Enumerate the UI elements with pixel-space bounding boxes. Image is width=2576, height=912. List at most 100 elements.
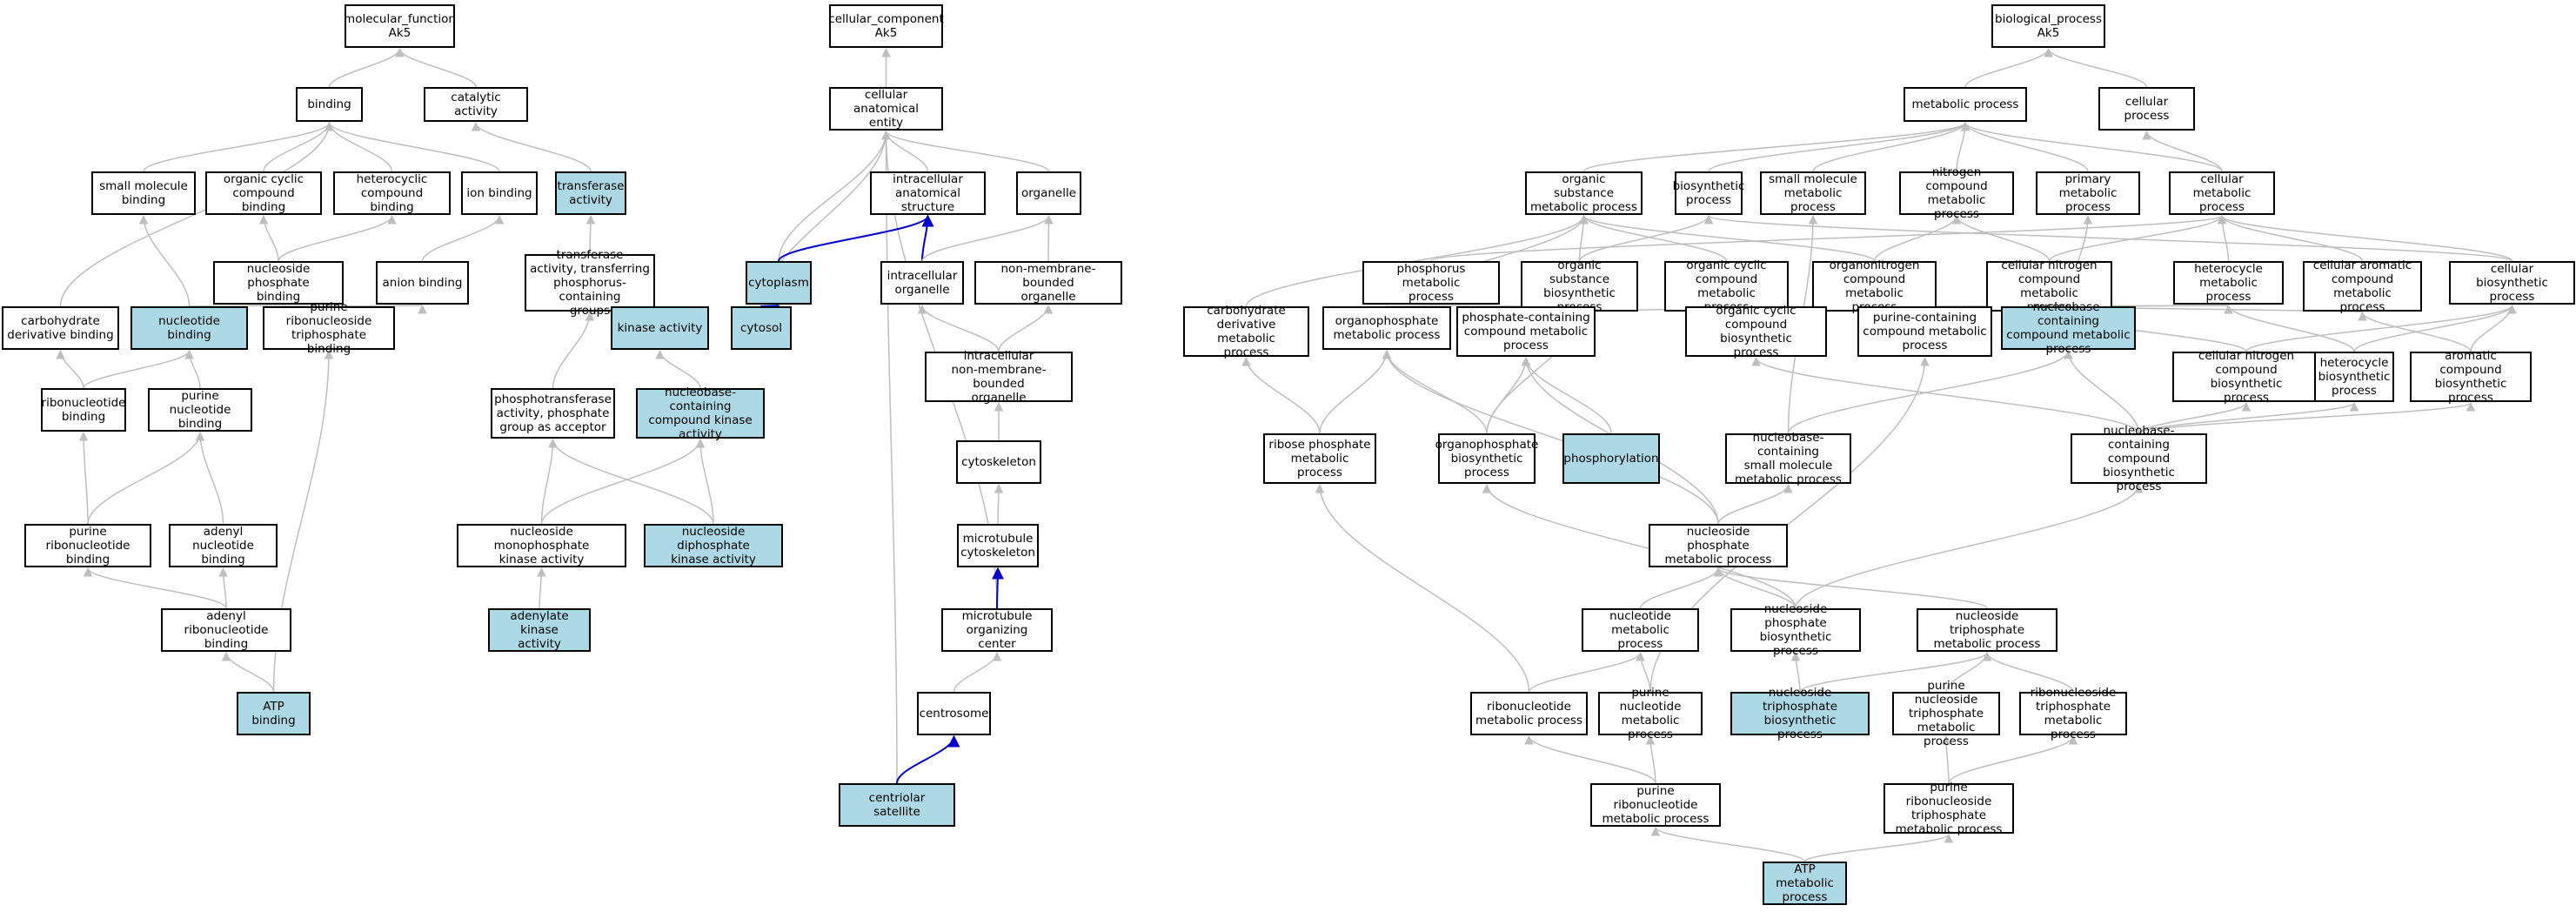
go-term-metabolic: metabolic process (1904, 87, 2027, 122)
go-term-ion-bind: ion binding (461, 171, 538, 215)
go-term-nucbase-small-met: nucleobase-containing small molecule met… (1725, 431, 1851, 486)
edge-small_mol_met-to-metabolic (1812, 121, 1970, 172)
edge-ndp_kinase-to-nucbase_kinase (695, 438, 714, 525)
edge-ntp_bios-to-ntp_met (1799, 651, 1992, 693)
edge-pur_ribonucleoside_tp_bind-to-nuc_phos_bind (275, 304, 330, 315)
go-term-pur-ntp-met: purine nucleoside triphosphate metabolic… (1892, 679, 2000, 748)
edge-cell_met-to-metabolic (1960, 121, 2223, 172)
go-term-nucleotide-met: nucleotide metabolic process (1582, 608, 1699, 652)
go-term-organelle: organelle (1016, 171, 1081, 215)
edge-ndp_kinase-to-phosphotransferase (548, 438, 714, 525)
edge-pur_ribonucleoside_tp_met-to-pur_ntp_met (1941, 734, 1951, 784)
go-term-purine-cont-met: purine-containing compound metabolic pro… (1857, 306, 1992, 357)
go-term-carb-deriv-bind: carbohydrate derivative binding (2, 306, 119, 350)
go-term-kinase: kinase activity (611, 306, 709, 350)
go-term-atp-bind: ATP binding (237, 692, 311, 735)
edge-ntp_met-to-nuc_phos_met (1713, 567, 1988, 609)
go-term-centrosome: centrosome (917, 692, 991, 735)
edge-primary_met-to-metabolic (1960, 121, 2089, 172)
edge-intracell_org-to-intracell_anat (921, 214, 934, 262)
edge-cytoplasm-to-intracell_anat (778, 214, 934, 262)
go-term-mf-root: molecular_function Ak5 (344, 4, 456, 48)
edge-cell_nitrogen_met-to-cell_met (2048, 214, 2227, 262)
edge-ntp_bios-to-nuc_phos_bios (1790, 651, 1801, 693)
go-term-transf-phos: transferase activity, transferring phosp… (525, 248, 655, 318)
edge-organonitrogen_met-to-nitrogen_met (1873, 214, 1962, 262)
go-term-ndp-kinase: nucleoside diphosphate kinase activity (644, 524, 783, 567)
edge-org_subst_bios-to-biosynthetic (1578, 214, 1714, 262)
edge-nucbase_bios-to-cell_nitrogen_bios (2138, 401, 2251, 434)
go-term-cytoplasm: cytoplasm (746, 261, 812, 305)
edge-pur_ribonucleotide_bind-to-ribonucleotide_bind (78, 431, 89, 525)
go-term-organophos-bios: organophosphate biosynthetic process (1435, 433, 1538, 484)
go-term-pur-ribonucleotide-met: purine ribonucleotide metabolic process (1590, 783, 1721, 827)
go-term-org-cyc-bind: organic cyclic compound binding (205, 171, 322, 215)
go-term-intracell-nonmem-org: intracellular non-membrane-bounded organ… (925, 349, 1073, 405)
edge-binding-to-mf_root (328, 47, 405, 88)
go-term-cc-root: cellular_component Ak5 (828, 4, 944, 48)
go-term-carb-deriv-met: carbohydrate derivative metabolic proces… (1183, 304, 1309, 359)
edge-phosphorus_met-to-cell_met (1430, 214, 2226, 262)
edge-cell_nitrogen_bios-to-cell_bios (2245, 304, 2517, 352)
edge-ion_bind-to-binding (325, 121, 500, 172)
edge-nucbase_small_met-to-nucbase_met (1787, 349, 2073, 434)
edge-pur_ribonucleotide_met-to-ribonucleotide_met (1524, 734, 1656, 784)
go-term-ntp-met: nucleoside triphosphate metabolic proces… (1917, 608, 2057, 652)
go-term-atp-met: ATP metabolic process (1763, 862, 1847, 905)
edge-heterocycle_bios-to-cell_bios (2353, 304, 2517, 352)
go-term-organonitrogen-met: organonitrogen compound metabolic proces… (1812, 258, 1937, 314)
go-term-transferase: transferase activity (555, 171, 626, 215)
edge-ribonucleotide_met-to-ribose_phos_met (1315, 483, 1530, 693)
go-term-phosphorus-met: phosphorus metabolic process (1362, 261, 1500, 305)
go-term-centriolar-sat: centriolar satellite (839, 783, 955, 827)
go-term-cellular-proc: cellular process (2098, 87, 2195, 131)
edge-nucleotide_met-to-nuc_phos_met (1639, 567, 1723, 609)
edge-arom_bios-to-cell_bios (2470, 304, 2517, 352)
edge-org_subst_met-to-metabolic (1582, 121, 1970, 172)
go-term-organophos-met: organophosphate metabolic process (1322, 306, 1451, 350)
edge-organelle-to-cell_anat (881, 130, 1050, 172)
go-term-nucbase-bios: nucleobase-containing compound biosynthe… (2071, 424, 2207, 493)
edge-intracell_nonmem_org-to-intracell_org (917, 304, 1000, 352)
go-term-cytosol: cytosol (731, 306, 792, 350)
edge-atp_bind-to-adenyl_ribonuc_bind (221, 651, 275, 693)
go-term-biosynthetic: biosynthetic process (1673, 171, 1744, 215)
go-term-phosphorylation: phosphorylation (1562, 433, 1660, 484)
go-term-nonmem-org: non-membrane-bounded organelle (974, 261, 1122, 305)
edge-centriolar_sat-to-cell_anat (881, 130, 898, 784)
go-term-pur-nucleotide-met: purine nucleotide metabolic process (1598, 686, 1703, 741)
edge-nucbase_bios-to-heterocycle_bios (2138, 401, 2359, 434)
go-term-ribonuc-tp-met: ribonucleoside triphosphate metabolic pr… (2019, 686, 2127, 741)
edge-pur_nucleotide_bind-to-nucleotide_bind (184, 349, 201, 389)
edge-intracell_org-to-organelle (921, 214, 1054, 262)
go-term-cell-met: cellular metabolic process (2169, 171, 2275, 215)
go-term-small-mol-bind: small molecule binding (91, 171, 196, 215)
go-term-adenyl-nuc-bind: adenyl nucleotide binding (169, 524, 278, 567)
edge-anion_bind-to-ion_bind (421, 214, 505, 262)
edge-biosynthetic-to-metabolic (1708, 121, 1970, 172)
go-term-nuc-phos-bind: nucleoside phosphate binding (213, 261, 344, 305)
edge-small_mol_bind-to-binding (143, 121, 334, 172)
go-term-pur-ribonucleoside-tp-met: purine ribonucleoside triphosphate metab… (1883, 781, 2014, 836)
go-term-cell-arom-met: cellular aromatic compound metabolic pro… (2303, 258, 2422, 314)
go-term-nitrogen-met: nitrogen compound metabolic process (1899, 165, 2014, 221)
go-term-mtoc: microtubule organizing center (941, 608, 1053, 652)
edge-pur_ribonucleotide_bind-to-pur_nucleotide_bind (87, 431, 205, 525)
edge-mt_cytoskeleton-to-cytoskeleton (994, 483, 1004, 525)
edge-mtoc-to-mt_cytoskeleton (991, 567, 1004, 609)
go-term-cell-anat: cellular anatomical entity (829, 87, 943, 131)
edge-heterocycle_bios-to-heterocycle_met (2224, 304, 2355, 352)
edge-intracell_nonmem_org-to-nonmem_org (998, 304, 1054, 352)
edge-cellular_proc-to-bp_root (2044, 47, 2148, 88)
edge-cell_bios-to-biosynthetic (1704, 214, 2513, 262)
edge-organophos_bios-to-organophos_met (1382, 349, 1488, 434)
edge-adenyl_ribonuc_bind-to-pur_ribonucleotide_bind (83, 567, 227, 609)
edge-cell_met-to-cellular_proc (2142, 130, 2223, 172)
edge-cell_nitrogen_met-to-nitrogen_met (1951, 214, 2051, 262)
go-term-intracell-anat: intracellular anatomical structure (870, 171, 986, 215)
edge-pur_ribonucleotide_met-to-pur_nucleotide_met (1645, 734, 1656, 784)
edge-arom_bios-to-cell_arom_met (2358, 311, 2472, 352)
go-term-nucbase-met: nucleobase-containing compound metabolic… (2001, 300, 2136, 356)
edge-metabolic-to-bp_root (1964, 47, 2053, 88)
